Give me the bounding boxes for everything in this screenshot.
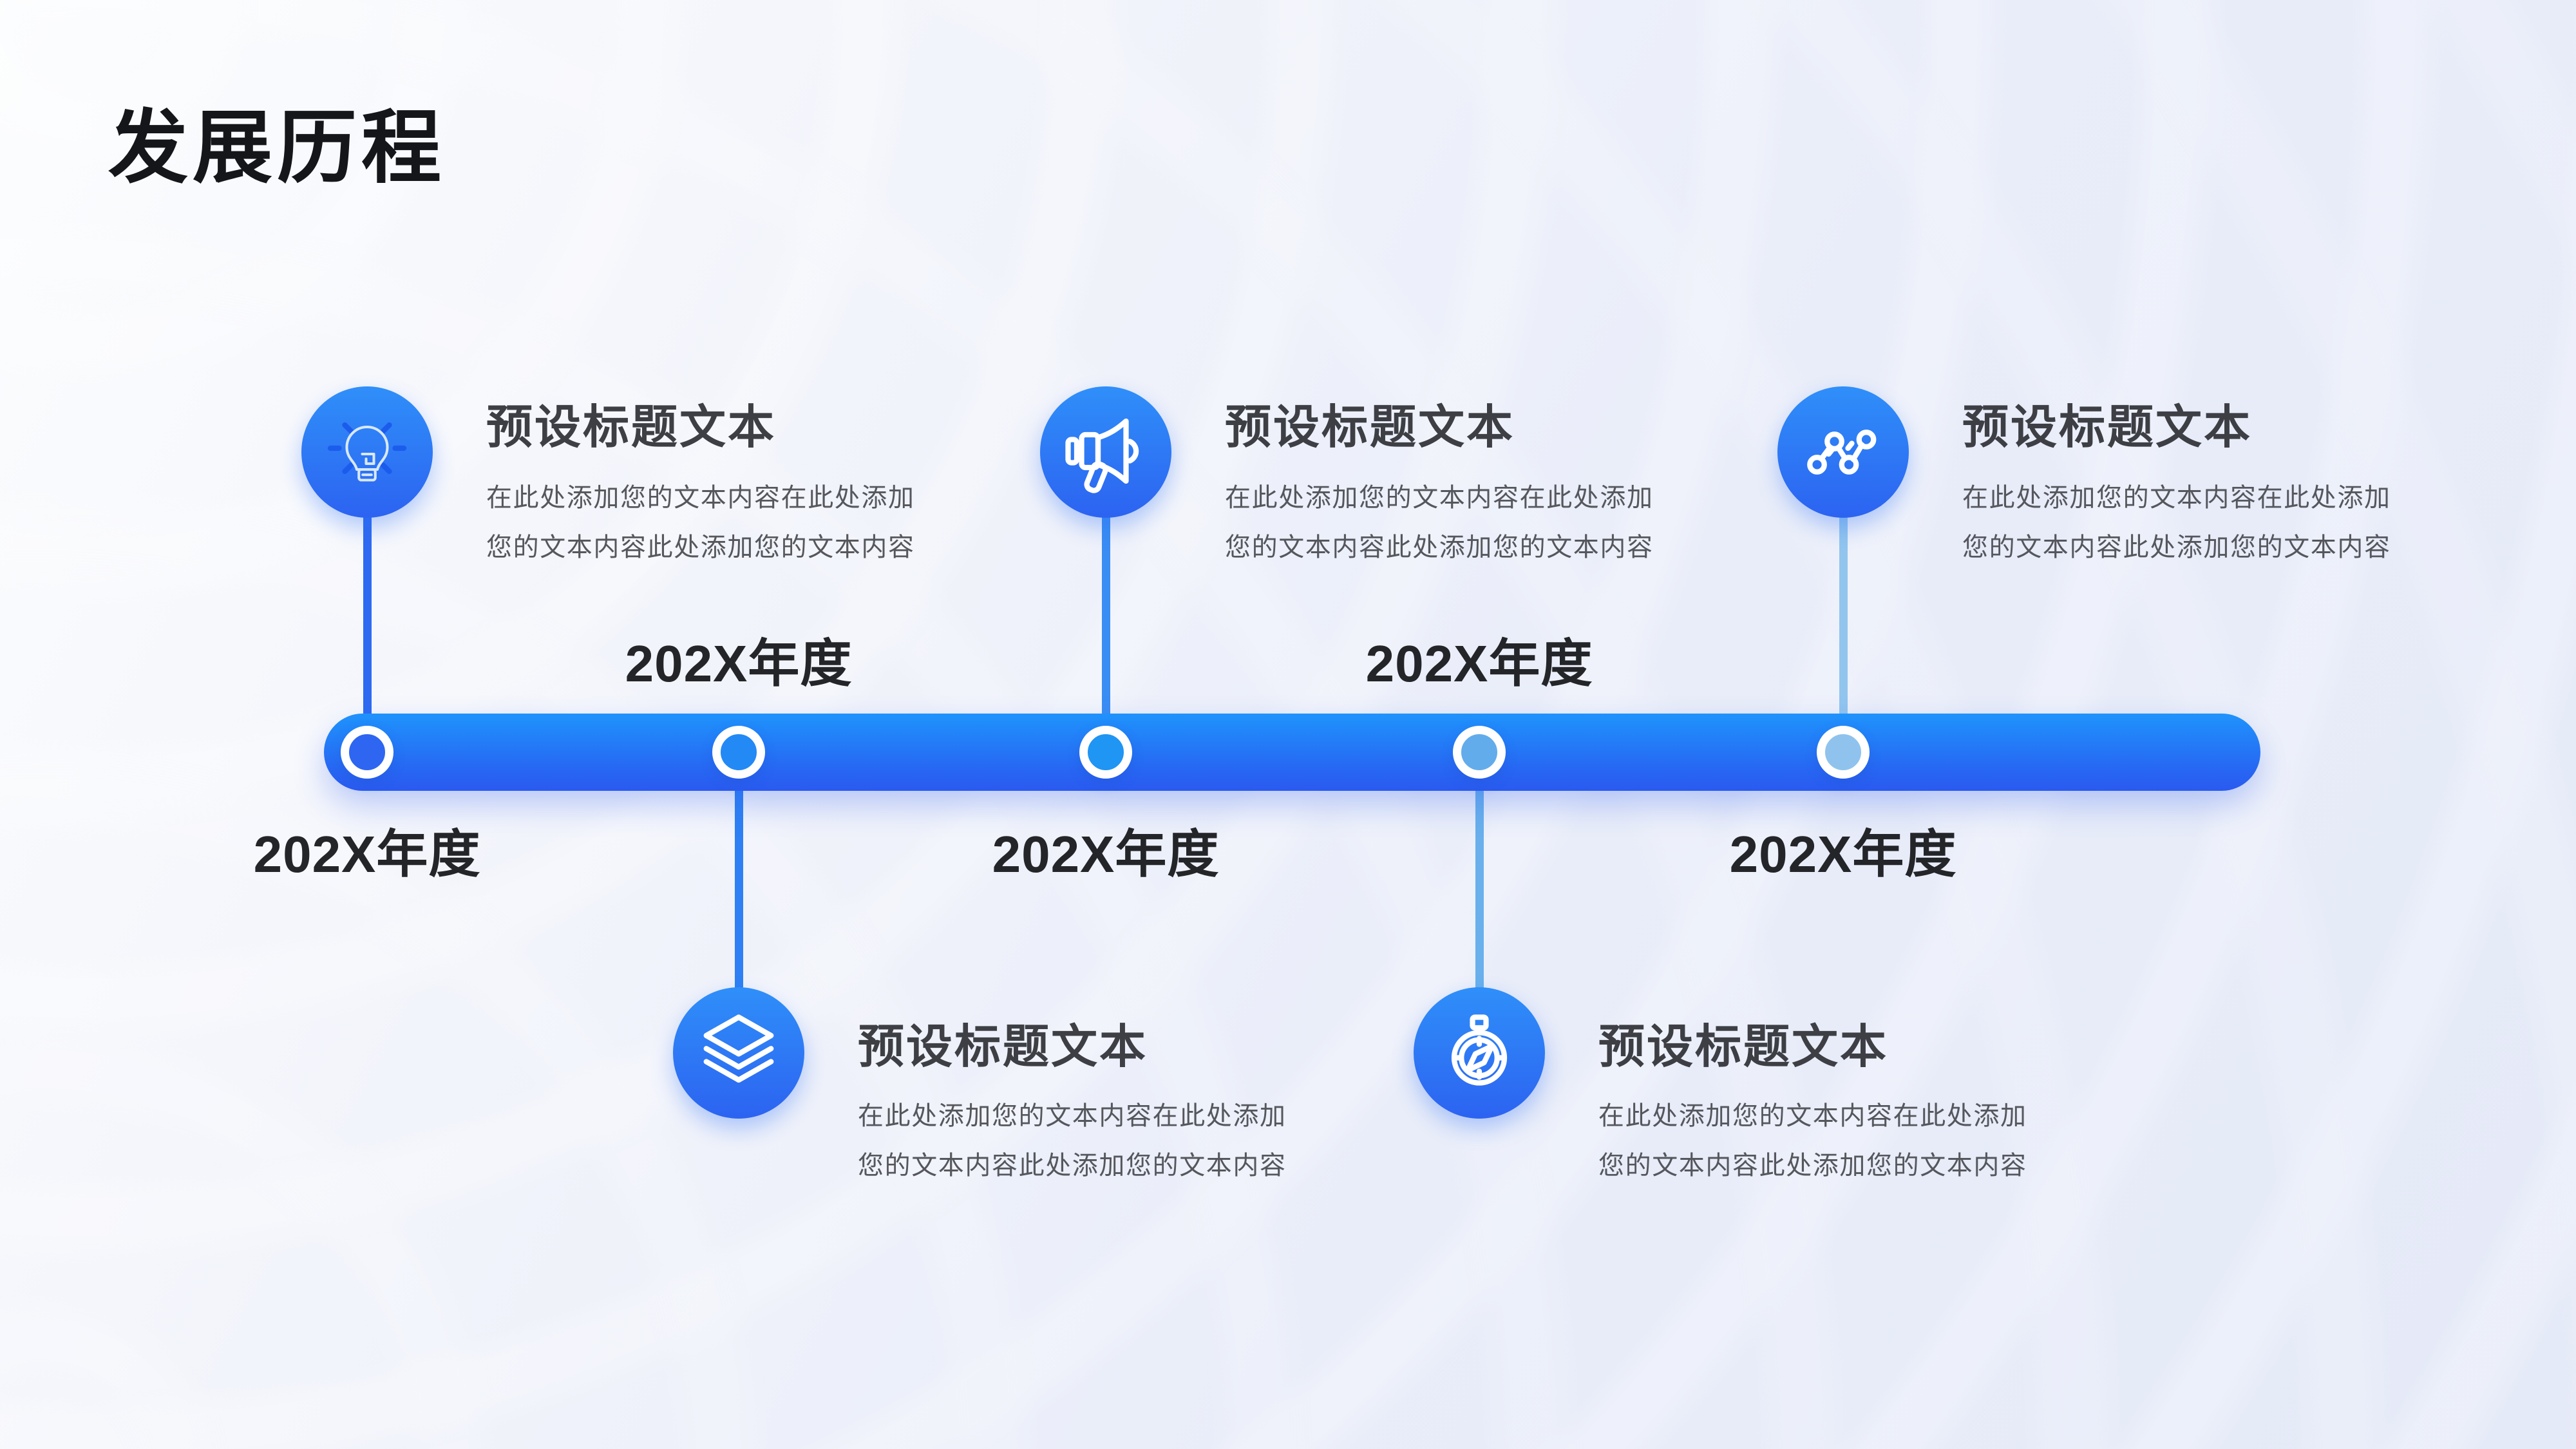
item-body-line: 在此处添加您的文本内容在此处添加 <box>1598 1102 2027 1130</box>
year-label: 202X年度 <box>992 826 1220 883</box>
item-body-line: 您的文本内容此处添加您的文本内容 <box>1225 533 1654 562</box>
text-block: 预设标题文本 在此处添加您的文本内容在此处添加 您的文本内容此处添加您的文本内容 <box>858 1009 1321 1191</box>
year-label: 202X年度 <box>1365 635 1593 692</box>
text-block: 预设标题文本 在此处添加您的文本内容在此处添加 您的文本内容此处添加您的文本内容 <box>1225 389 1689 573</box>
item-body: 在此处添加您的文本内容在此处添加 您的文本内容此处添加您的文本内容 <box>486 473 950 573</box>
item-body: 在此处添加您的文本内容在此处添加 您的文本内容此处添加您的文本内容 <box>858 1092 1321 1191</box>
item-heading: 预设标题文本 <box>1598 1021 1889 1073</box>
year-label: 202X年度 <box>253 826 481 883</box>
chart-nodes-icon <box>1777 386 1909 518</box>
page-title: 发展历程 <box>108 104 446 193</box>
timeline-bar <box>324 714 2260 791</box>
item-body-line: 您的文本内容此处添加您的文本内容 <box>1598 1151 2027 1180</box>
item-body-line: 您的文本内容此处添加您的文本内容 <box>486 533 915 562</box>
connector-line <box>734 752 743 1053</box>
text-block: 预设标题文本 在此处添加您的文本内容在此处添加 您的文本内容此处添加您的文本内容 <box>1962 389 2426 573</box>
year-label: 202X年度 <box>625 635 853 692</box>
compass-icon <box>1414 987 1545 1119</box>
megaphone-icon <box>1040 386 1171 518</box>
item-body: 在此处添加您的文本内容在此处添加 您的文本内容此处添加您的文本内容 <box>1962 473 2426 573</box>
item-heading: 预设标题文本 <box>858 1021 1148 1073</box>
timeline-marker <box>341 726 393 779</box>
item-body-line: 您的文本内容此处添加您的文本内容 <box>858 1151 1287 1180</box>
item-body-line: 在此处添加您的文本内容在此处添加 <box>1225 484 1654 512</box>
item-heading: 预设标题文本 <box>1962 402 2253 453</box>
layers-icon <box>673 987 804 1119</box>
item-heading: 预设标题文本 <box>1225 402 1515 453</box>
text-block: 预设标题文本 在此处添加您的文本内容在此处添加 您的文本内容此处添加您的文本内容 <box>486 389 950 573</box>
item-body-line: 在此处添加您的文本内容在此处添加 <box>1962 484 2391 512</box>
timeline-marker <box>1453 726 1506 779</box>
timeline-marker <box>712 726 765 779</box>
timeline-marker <box>1817 726 1870 779</box>
item-heading: 预设标题文本 <box>486 402 777 453</box>
text-block: 预设标题文本 在此处添加您的文本内容在此处添加 您的文本内容此处添加您的文本内容 <box>1598 1009 2062 1191</box>
year-label: 202X年度 <box>1729 826 1957 883</box>
item-body: 在此处添加您的文本内容在此处添加 您的文本内容此处添加您的文本内容 <box>1225 473 1689 573</box>
item-body-line: 在此处添加您的文本内容在此处添加 <box>858 1102 1287 1130</box>
item-body-line: 您的文本内容此处添加您的文本内容 <box>1962 533 2391 562</box>
lightbulb-icon <box>301 386 433 518</box>
connector-line <box>1475 752 1484 1053</box>
connector-line <box>1839 452 1848 752</box>
timeline-marker <box>1079 726 1132 779</box>
connector-line <box>363 452 372 752</box>
connector-line <box>1101 452 1110 752</box>
item-body: 在此处添加您的文本内容在此处添加 您的文本内容此处添加您的文本内容 <box>1598 1092 2062 1191</box>
item-body-line: 在此处添加您的文本内容在此处添加 <box>486 484 915 512</box>
